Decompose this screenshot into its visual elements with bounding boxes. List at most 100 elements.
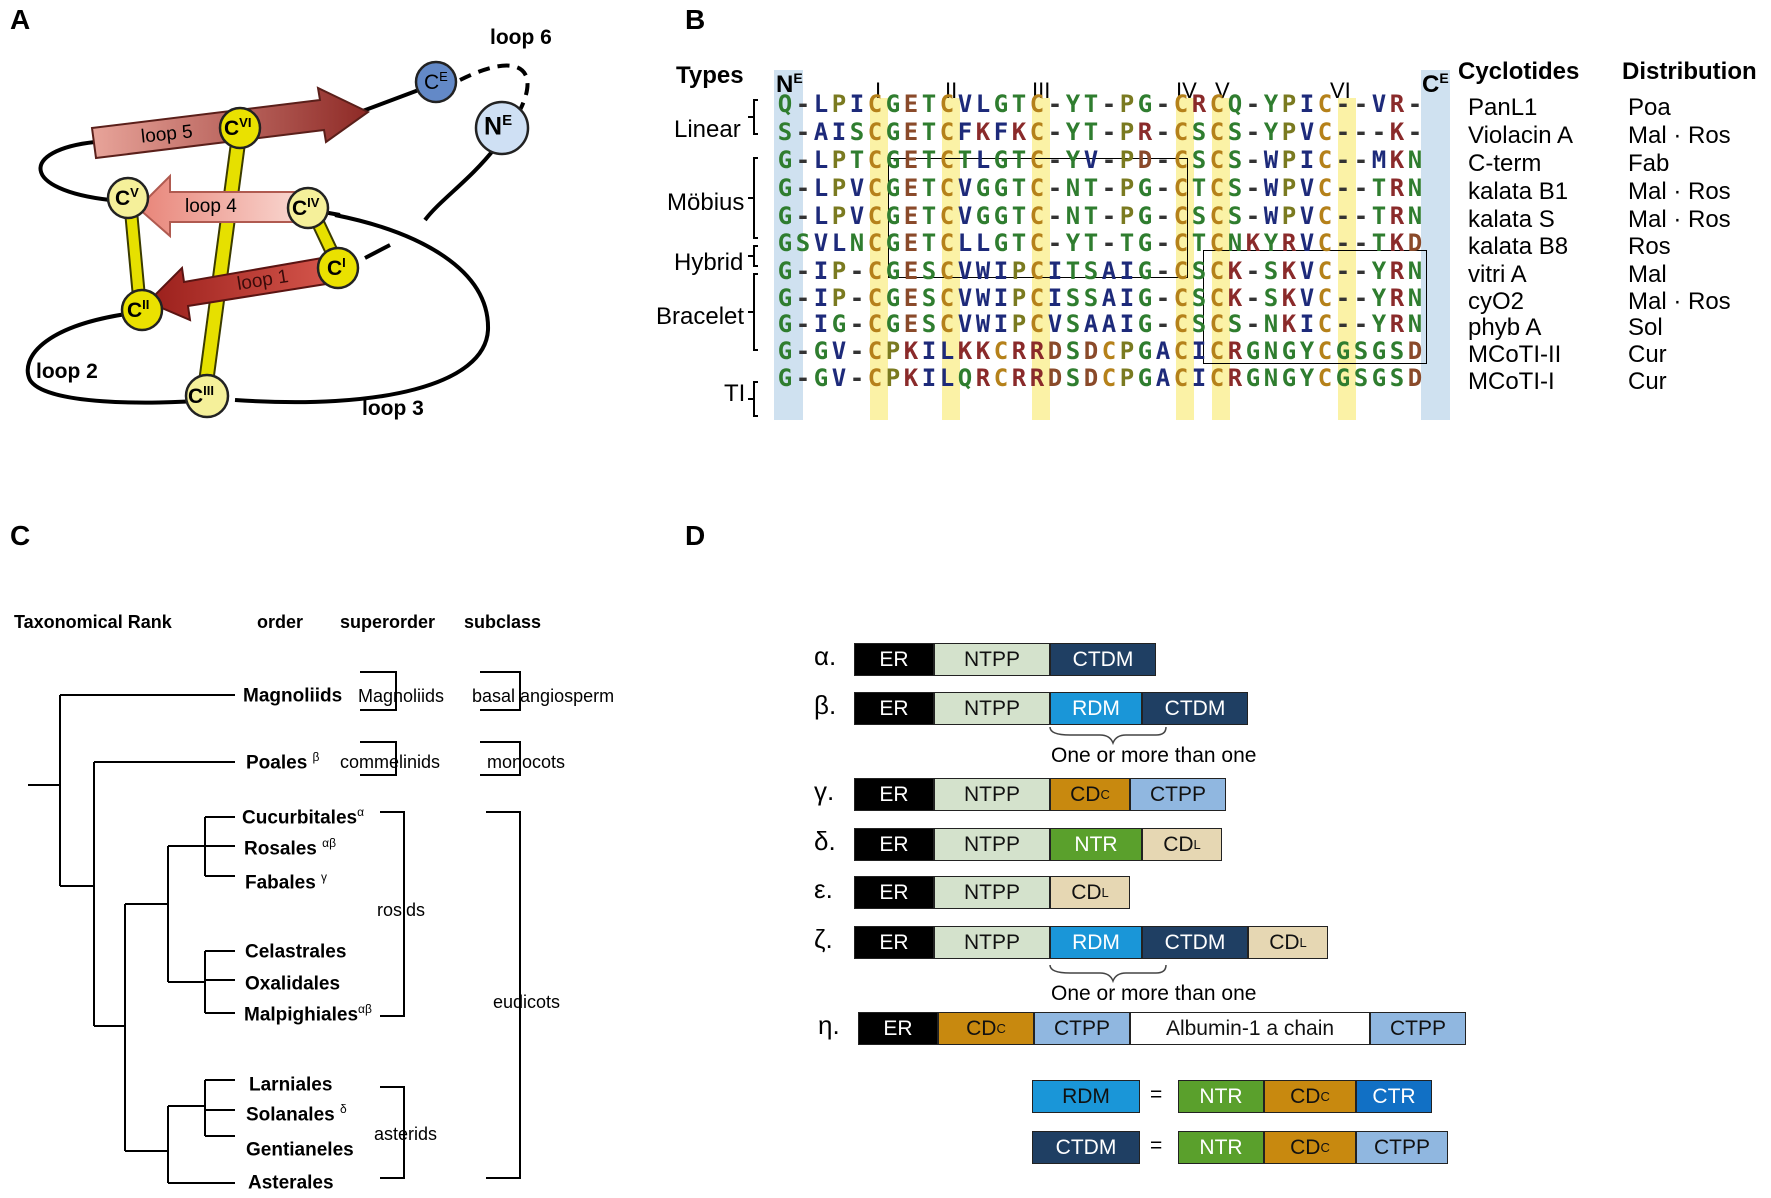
cyclotide-name: PanL1 [1468,94,1538,121]
residue: G [1245,337,1261,365]
residue: G [1137,310,1153,338]
residue: G [885,118,901,146]
residue: V [1299,257,1315,285]
residue: G [993,146,1009,174]
architecture-label: γ. [814,776,835,806]
superorder-commelinids: commelinids [340,752,441,772]
residue: Y [1065,229,1081,257]
distribution-value: Fab [1628,150,1670,177]
panel-label-b: B [685,4,706,35]
residue: - [1353,174,1369,202]
domain-segment: ER [858,1012,938,1045]
residue: - [1353,310,1369,338]
residue: Y [1371,310,1387,338]
header-distribution: Distribution [1622,58,1757,85]
residue: - [849,257,865,285]
residue: N [1065,202,1081,230]
cys-ball-v [106,176,150,220]
residue: V [1299,118,1315,146]
residue: C [867,90,883,118]
header-ne: NE [776,70,803,98]
residue: Y [1065,118,1081,146]
residue: N [1263,310,1279,338]
residue: S [1191,146,1207,174]
architecture-label: ζ. [814,924,833,954]
residue: P [831,90,847,118]
residue: C [1029,229,1045,257]
loop4-arrow [136,173,313,239]
residue: R [1137,118,1153,146]
residue: - [1101,229,1117,257]
residue: - [1155,229,1171,257]
residue: - [795,364,811,392]
residue: C [1209,229,1225,257]
residue: - [849,284,865,312]
residue: N [1407,146,1423,174]
residue: - [1047,118,1063,146]
loop1-arrow [146,256,328,322]
residue: R [1389,310,1405,338]
residue: G [777,364,793,392]
residue: V [849,202,865,230]
tax-header-superorder: superorder [340,612,436,632]
roman-ii: II [945,78,958,103]
domain-segment: CTR [1356,1080,1432,1113]
taxon-malpighiales: Malpighialesαβ [244,1002,372,1026]
residue: P [831,146,847,174]
residue: G [975,202,991,230]
residue: I [921,364,937,392]
residue: Y [1263,90,1279,118]
cyclotide-name: kalata B1 [1468,178,1569,205]
taxon-poales: Poales β [246,750,320,774]
residue: G [993,229,1009,257]
residue: S [1191,202,1207,230]
domain-segment: NTPP [934,876,1050,909]
residue: G [1335,364,1351,392]
alignment-box-bracelet [1203,250,1427,364]
residue: T [1371,229,1387,257]
residue: T [957,146,973,174]
residue: I [1299,90,1315,118]
taxon-oxalidales: Oxalidales [245,973,341,995]
residue: N [1263,337,1279,365]
residue: P [1119,337,1135,365]
residue: G [993,90,1009,118]
residue: G [777,229,793,257]
residue: K [975,337,991,365]
residue: Y [1371,257,1387,285]
residue: G [885,284,901,312]
loop4-label: loop 4 [185,196,237,217]
residue: L [813,90,829,118]
residue: K [1227,284,1243,312]
residue: - [1245,90,1261,118]
distribution-value: Cur [1628,341,1667,368]
residue: T [1371,202,1387,230]
residue: - [1101,118,1117,146]
residue: T [1083,174,1099,202]
residue: C [1029,174,1045,202]
residue: T [921,118,937,146]
backbone-cI-tail [364,243,391,260]
roman-vi: VI [1330,78,1351,103]
residue: T [921,146,937,174]
backbone-loop6 [459,63,530,111]
residue: G [777,174,793,202]
residue: T [1119,229,1135,257]
residue: L [975,146,991,174]
type-ti: TI [724,380,746,407]
residue: V [957,257,973,285]
residue: E [903,310,919,338]
residue: G [777,337,793,365]
note-zeta: One or more than one [1051,982,1257,1005]
cterm-highlight [1421,70,1450,420]
residue: C [1317,337,1333,365]
residue: Y [1263,229,1279,257]
residue: - [795,284,811,312]
header-cyclotides: Cyclotides [1458,58,1580,85]
distribution-value: Cur [1628,368,1667,395]
